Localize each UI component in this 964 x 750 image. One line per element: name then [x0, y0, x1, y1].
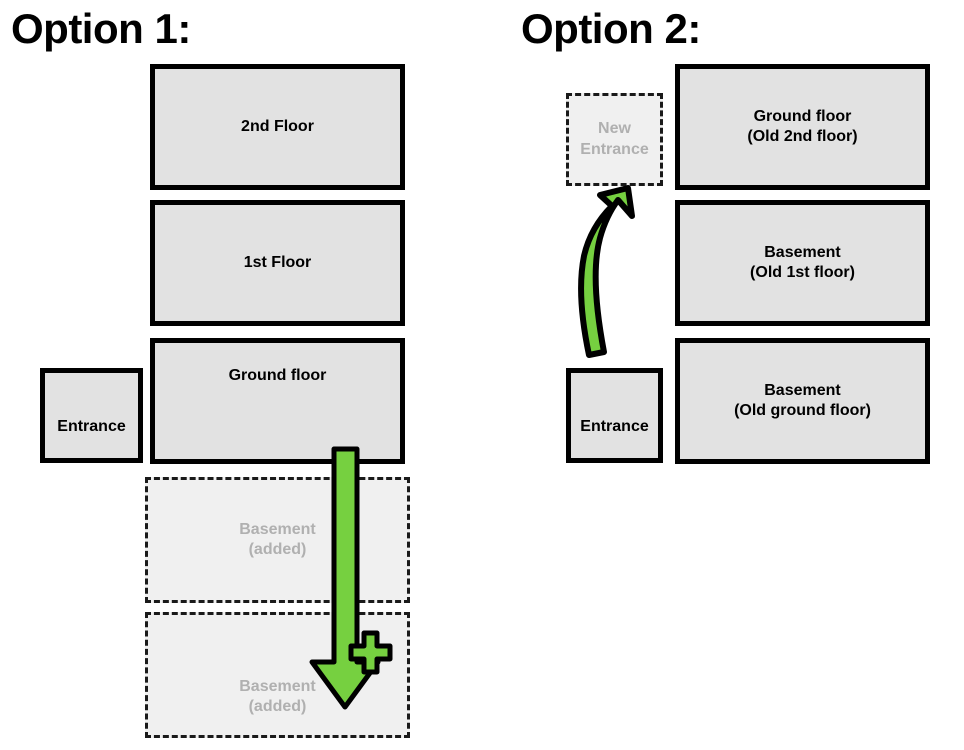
- option1-basement-added-1-label: Basement (added): [239, 520, 315, 561]
- option2-entrance: Entrance: [566, 368, 663, 463]
- option1-basement-added-2-line1: Basement: [239, 677, 316, 695]
- option2-entrance-label: Entrance: [580, 418, 649, 436]
- option2-basement-old-ground: Basement (Old ground floor): [675, 338, 930, 464]
- option2-ground-old-2nd-line2: (Old 2nd floor): [747, 128, 858, 145]
- option1-basement-added-2-label: Basement (added): [239, 677, 315, 718]
- option1-floor-ground-label: Ground floor: [228, 366, 327, 384]
- option1-floor-2nd: 2nd Floor: [150, 64, 405, 190]
- option2-title: Option 2:: [521, 5, 701, 52]
- option2-new-entrance-label: New Entrance: [580, 119, 648, 160]
- option2-ground-old-2nd-line1: Ground floor: [753, 107, 852, 125]
- option2-ground-old-2nd-label: Ground floor (Old 2nd floor): [747, 107, 857, 148]
- option1-entrance: Entrance: [40, 368, 143, 463]
- option2-basement-old-1st-line1: Basement: [764, 243, 841, 261]
- option1-basement-added-1: Basement (added): [145, 477, 410, 603]
- option1-basement-added-1-line2: (added): [248, 541, 307, 558]
- option1-floor-2nd-label: 2nd Floor: [241, 117, 314, 135]
- option2-new-entrance-line2: Entrance: [580, 140, 649, 158]
- option1-floor-1st-label: 1st Floor: [243, 253, 312, 271]
- option1-basement-added-1-line1: Basement: [239, 520, 316, 538]
- option2-basement-old-ground-label: Basement (Old ground floor): [734, 381, 871, 422]
- option2-basement-old-1st: Basement (Old 1st floor): [675, 200, 930, 326]
- option1-floor-1st: 1st Floor: [150, 200, 405, 326]
- option2-basement-old-1st-line2: (Old 1st floor): [750, 264, 855, 281]
- option1-basement-added-2-line2: (added): [248, 698, 307, 715]
- option2-basement-old-ground-line1: Basement: [764, 381, 841, 399]
- option1-basement-added-2: Basement (added): [145, 612, 410, 738]
- option1-title: Option 1:: [11, 5, 191, 52]
- option2-ground-old-2nd: Ground floor (Old 2nd floor): [675, 64, 930, 190]
- option2-up-arrow-icon: [578, 185, 635, 358]
- option2-new-entrance-line1: New: [598, 120, 631, 138]
- option1-entrance-label: Entrance: [57, 418, 126, 436]
- option1-floor-ground: Ground floor: [150, 338, 405, 464]
- option2-basement-old-ground-line2: (Old ground floor): [734, 402, 871, 419]
- option2-basement-old-1st-label: Basement (Old 1st floor): [750, 243, 855, 284]
- option2-new-entrance: New Entrance: [566, 93, 663, 186]
